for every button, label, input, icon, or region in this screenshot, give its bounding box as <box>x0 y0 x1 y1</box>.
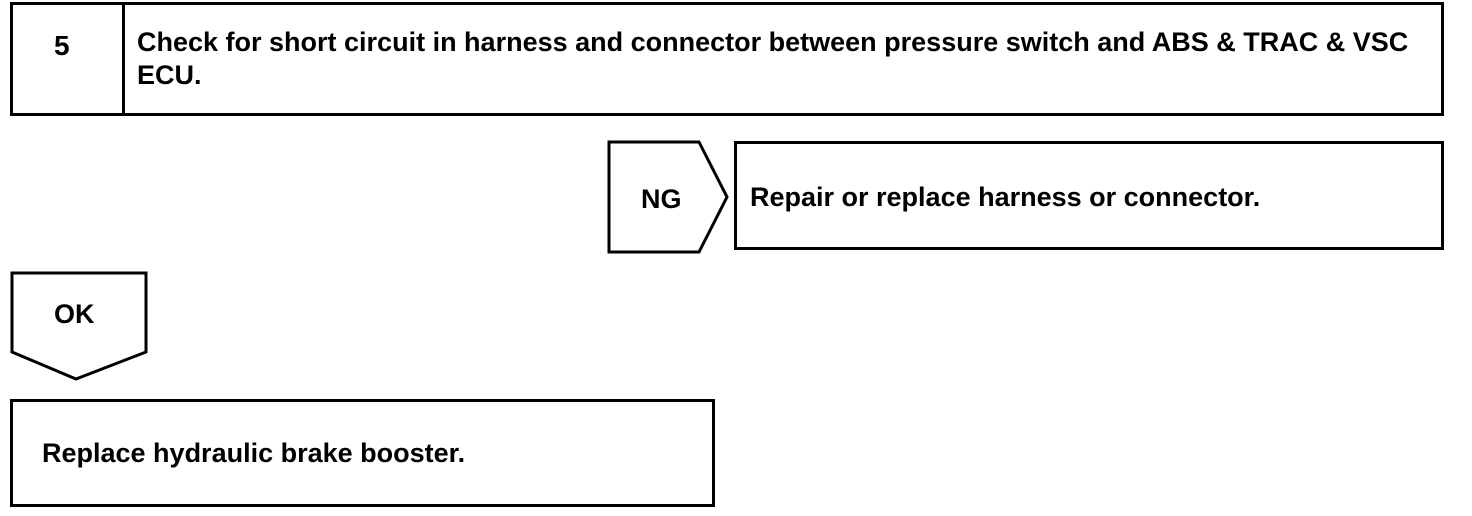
ng-action-box <box>734 141 1444 250</box>
ok-label: OK <box>54 299 95 329</box>
step-divider <box>122 2 125 116</box>
final-action-box <box>10 399 715 507</box>
ng-label: NG <box>641 184 682 214</box>
step-box <box>10 2 1444 116</box>
ng-action-text: Repair or replace harness or connector. <box>750 182 1261 212</box>
final-action-text: Replace hydraulic brake booster. <box>42 438 466 468</box>
step-title: Check for short circuit in harness and c… <box>137 27 1409 90</box>
step-number: 5 <box>54 30 70 61</box>
